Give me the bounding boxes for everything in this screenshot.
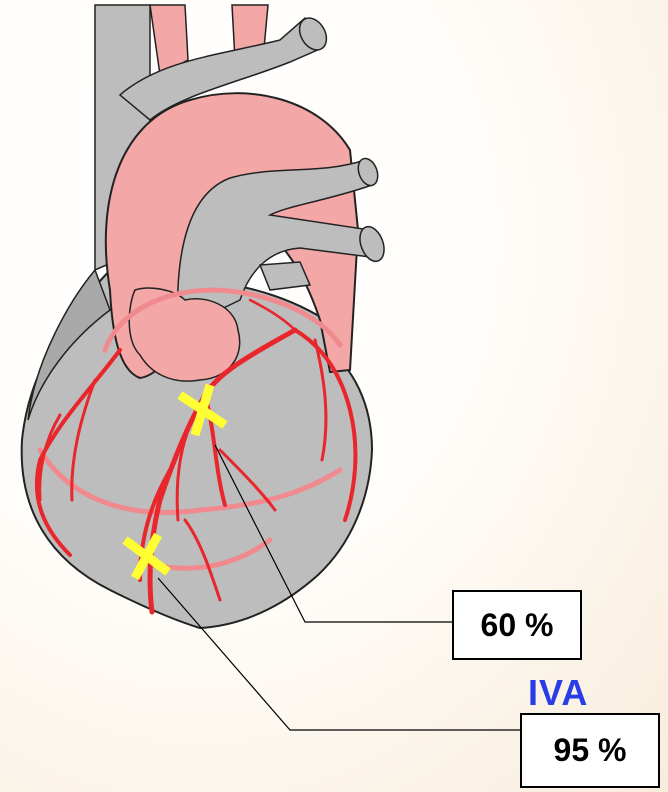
vessel-label: IVA: [528, 672, 588, 714]
stenosis-label-upper: 60 %: [452, 590, 582, 660]
stenosis-value-upper: 60 %: [481, 607, 554, 644]
stenosis-label-lower: 95 %: [520, 713, 660, 788]
stenosis-value-lower: 95 %: [554, 732, 627, 769]
pulmonary-veins: [260, 262, 310, 290]
